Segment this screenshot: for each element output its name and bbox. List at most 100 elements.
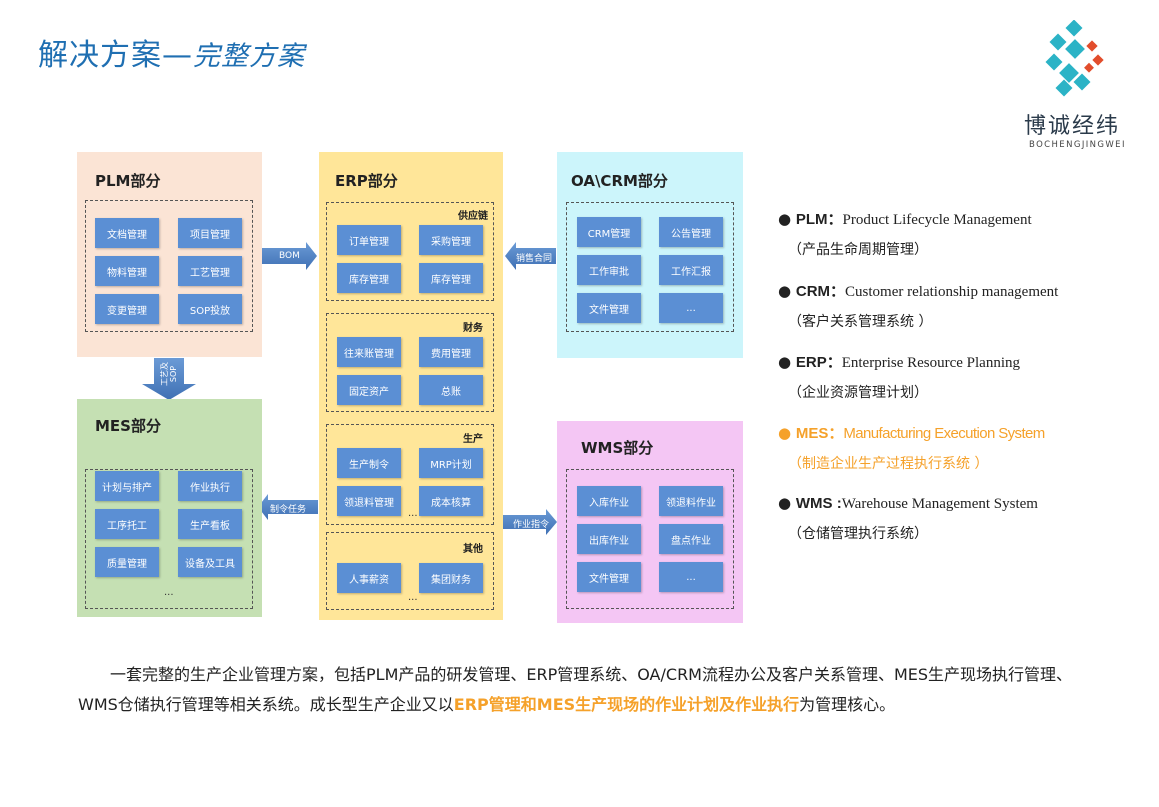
oa-crm-inner xyxy=(566,202,734,332)
erp-item[interactable]: 订单管理 xyxy=(337,225,401,255)
legend-sep: : xyxy=(832,495,842,512)
bom-label: BOM xyxy=(279,251,300,261)
erp-finance-section xyxy=(326,313,494,412)
erp-production-ellipsis: ... xyxy=(408,508,418,519)
erp-item[interactable]: 集团财务 xyxy=(419,563,483,593)
erp-item[interactable]: 总账 xyxy=(419,375,483,405)
erp-item[interactable]: 费用管理 xyxy=(419,337,483,367)
legend-sep: ： xyxy=(828,425,844,442)
erp-item[interactable]: 库存管理 xyxy=(337,263,401,293)
legend-item-mes: ● MES：Manufacturing Execution System （制造… xyxy=(778,422,1108,473)
description: 一套完整的生产企业管理方案，包括PLM产品的研发管理、ERP管理系统、OA/CR… xyxy=(78,660,1078,720)
mes-inner xyxy=(85,469,253,609)
erp-item[interactable]: MRP计划 xyxy=(419,448,483,478)
wms-panel: WMS部分 入库作业 领退料作业 出库作业 盘点作业 文件管理 ... xyxy=(557,421,743,623)
mes-item[interactable]: 计划与排产 xyxy=(95,471,159,501)
oa-crm-title: OA\CRM部分 xyxy=(571,172,668,190)
plm-item[interactable]: 变更管理 xyxy=(95,294,159,324)
mes-item[interactable]: 生产看板 xyxy=(178,509,242,539)
wms-item[interactable]: 文件管理 xyxy=(577,562,641,592)
legend-full: Product Lifecycle Management xyxy=(842,212,1032,228)
sales-label: 销售合同 xyxy=(516,254,553,264)
erp-item[interactable]: 固定资产 xyxy=(337,375,401,405)
wms-item[interactable]: 出库作业 xyxy=(577,524,641,554)
bullet-icon: ● xyxy=(778,282,796,300)
legend-abbr: PLM xyxy=(795,211,828,228)
erp-item[interactable]: 生产制令 xyxy=(337,448,401,478)
legend-full: Manufacturing Execution System xyxy=(843,425,1045,442)
oa-crm-item[interactable]: 工作审批 xyxy=(577,255,641,285)
legend-item-erp: ● ERP：Enterprise Resource Planning （企业资源… xyxy=(778,351,1108,402)
mes-ellipsis: ... xyxy=(164,587,174,598)
erp-production-section xyxy=(326,424,494,525)
legend-abbr: MES xyxy=(795,425,829,442)
plm-panel: PLM部分 文档管理 项目管理 物料管理 工艺管理 变更管理 SOP投放 xyxy=(77,152,262,357)
oa-crm-item[interactable]: CRM管理 xyxy=(577,217,641,247)
legend-cn: （客户关系管理系统 ） xyxy=(788,314,933,330)
plm-item[interactable]: SOP投放 xyxy=(178,294,242,324)
wms-item[interactable]: ... xyxy=(659,562,723,592)
description-part1: 一套完整的生产企业管理方案，包括PLM产品的研发管理、ERP管理系统、OA/CR… xyxy=(78,665,1073,714)
mes-title: MES部分 xyxy=(95,417,161,435)
legend-abbr: CRM xyxy=(795,283,831,300)
oa-crm-item[interactable]: 工作汇报 xyxy=(659,255,723,285)
description-highlight: ERP管理和MES生产现场的作业计划及作业执行 xyxy=(453,695,800,714)
erp-item[interactable]: 采购管理 xyxy=(419,225,483,255)
erp-other-ellipsis: ... xyxy=(408,592,418,603)
legend-item-plm: ● PLM：Product Lifecycle Management （产品生命… xyxy=(778,208,1108,259)
mes-item[interactable]: 设备及工具 xyxy=(178,547,242,577)
company-logo: 博诚经纬 BOCHENGJINGWEI xyxy=(1020,20,1130,160)
erp-item[interactable]: 人事薪资 xyxy=(337,563,401,593)
wms-item[interactable]: 入库作业 xyxy=(577,486,641,516)
plm-inner xyxy=(85,200,253,332)
mes-item[interactable]: 工序托工 xyxy=(95,509,159,539)
legend-full: Warehouse Management System xyxy=(841,496,1038,512)
wms-title: WMS部分 xyxy=(581,439,654,457)
erp-item[interactable]: 往来账管理 xyxy=(337,337,401,367)
craft-label-line2: SOP xyxy=(169,365,178,383)
wms-item[interactable]: 盘点作业 xyxy=(659,524,723,554)
plm-item[interactable]: 物料管理 xyxy=(95,256,159,286)
legend-sep: ： xyxy=(830,283,846,300)
erp-production-label: 生产 xyxy=(463,434,483,445)
mes-item[interactable]: 作业执行 xyxy=(178,471,242,501)
erp-item[interactable]: 领退料管理 xyxy=(337,486,401,516)
oa-crm-item[interactable]: 文件管理 xyxy=(577,293,641,323)
bullet-icon: ● xyxy=(778,210,796,228)
oa-crm-item[interactable]: ... xyxy=(659,293,723,323)
plm-item[interactable]: 项目管理 xyxy=(178,218,242,248)
erp-supply-label: 供应链 xyxy=(458,211,488,222)
logo-mark-icon xyxy=(1045,20,1104,97)
oa-crm-panel: OA\CRM部分 CRM管理 公告管理 工作审批 工作汇报 文件管理 ... xyxy=(557,152,743,358)
title-main: 解决方案 xyxy=(38,38,162,73)
legend-sep: ： xyxy=(826,354,842,371)
erp-panel: ERP部分 供应链 订单管理 采购管理 库存管理 库存管理 财务 往来账管理 费… xyxy=(319,152,503,620)
legend-item-wms: ● WMS :Warehouse Management System （仓储管理… xyxy=(778,494,1108,543)
craft-label-line1: 工艺及 xyxy=(160,362,169,386)
erp-supply-section xyxy=(326,202,494,301)
order-label: 制令任务 xyxy=(270,505,307,515)
logo-brand-en: BOCHENGJINGWEI xyxy=(1029,140,1126,150)
erp-other-label: 其他 xyxy=(463,544,483,555)
mes-item[interactable]: 质量管理 xyxy=(95,547,159,577)
plm-item[interactable]: 工艺管理 xyxy=(178,256,242,286)
craft-sop-arrow xyxy=(142,358,196,400)
erp-item[interactable]: 库存管理 xyxy=(419,263,483,293)
erp-item[interactable]: 成本核算 xyxy=(419,486,483,516)
wms-item[interactable]: 领退料作业 xyxy=(659,486,723,516)
bom-arrow xyxy=(262,242,317,270)
legend-cn: （制造企业生产过程执行系统 ） xyxy=(788,456,989,472)
legend-cn: （仓储管理执行系统） xyxy=(788,526,928,542)
bullet-icon: ● xyxy=(778,353,796,371)
legend-cn: （产品生命周期管理） xyxy=(788,242,928,258)
plm-title: PLM部分 xyxy=(95,172,161,190)
oa-crm-item[interactable]: 公告管理 xyxy=(659,217,723,247)
page-title: 解决方案—完整方案 xyxy=(38,30,305,74)
work-arrow xyxy=(502,509,557,535)
logo-brand: 博诚经纬 xyxy=(1024,114,1121,139)
plm-item[interactable]: 文档管理 xyxy=(95,218,159,248)
legend-sep: ： xyxy=(827,211,843,228)
legend-abbr: ERP xyxy=(795,354,827,371)
bullet-icon: ● xyxy=(778,424,796,442)
